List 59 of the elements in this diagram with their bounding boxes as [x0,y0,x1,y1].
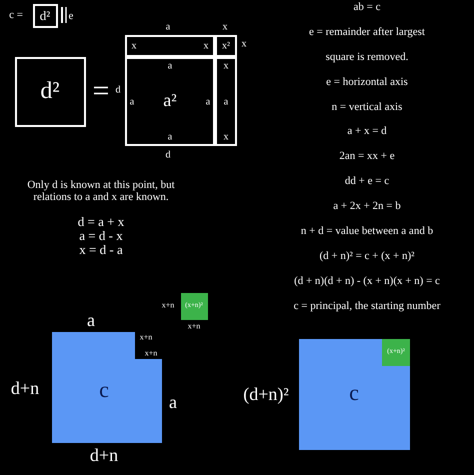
math-label: d [166,150,170,160]
math-label: c [99,378,109,402]
note-text: square is removed. [326,50,408,64]
math-label: x [132,40,136,52]
math-label: x+n [162,302,174,310]
large-square [299,339,410,450]
square-shape [125,57,215,146]
note-text: n + d = value between a and b [300,224,434,238]
equation-text: 2an = xx + e [339,150,395,162]
equation-text: dd + e = c [344,174,390,188]
math-label: a [224,96,228,108]
math-label: x [242,38,246,50]
square-shape [215,35,237,57]
math-label: a [169,393,177,413]
math-label: d² [40,8,50,24]
equation-text: a + x = d [347,124,387,138]
math-label: a [168,132,172,142]
square-shape [125,35,215,57]
note-text: e = horizontal axis [326,76,408,88]
math-label: x [204,40,208,52]
math-label: d [116,84,120,96]
math-label: a [166,22,170,32]
equation-text: d = a + x [78,214,124,230]
math-label: e [68,10,74,22]
math-label: x+n [140,334,152,342]
math-label: x [224,60,228,72]
equation-text: a + 2x + 2n = b [333,200,401,212]
math-label: a² [163,91,177,111]
square-shape [215,57,237,146]
equation-text: (d + n)² = c + (x + n)² [320,250,414,262]
math-label: x+n [188,322,200,332]
math-label: a [168,60,172,72]
math-label: d² [40,78,60,104]
note-text: e = remainder after largest [309,26,425,38]
equals-sign: = [92,74,110,108]
equation-text: (d + n)(d + n) - (x + n)(x + n) = c [294,274,440,288]
equation-text: x = d - a [79,242,123,258]
equation-text: a = d - x [79,228,123,244]
small-square [181,293,208,320]
math-label: d+n [90,446,118,466]
square-shape [15,57,86,127]
note-text: Only d is known at this point, but relations to a and x are known. [26,178,176,204]
square-shape [33,4,58,28]
math-label: c [349,380,359,406]
math-label: a [87,311,95,331]
math-label: x [222,22,228,32]
math-label: a [130,96,134,108]
math-label: a [206,96,210,108]
square-shape [125,35,237,146]
math-label: x² [222,40,230,52]
equation-text: ab = c [354,0,380,14]
math-label: d+n [10,379,40,399]
math-label: x+n [144,350,158,358]
math-label: (d+n)² [243,385,289,405]
math-label: x [224,132,228,142]
note-text: n = vertical axis [332,100,402,114]
math-label: c = [9,8,23,22]
note-text: c = principal, the starting number [294,300,440,312]
small-square [382,339,410,366]
